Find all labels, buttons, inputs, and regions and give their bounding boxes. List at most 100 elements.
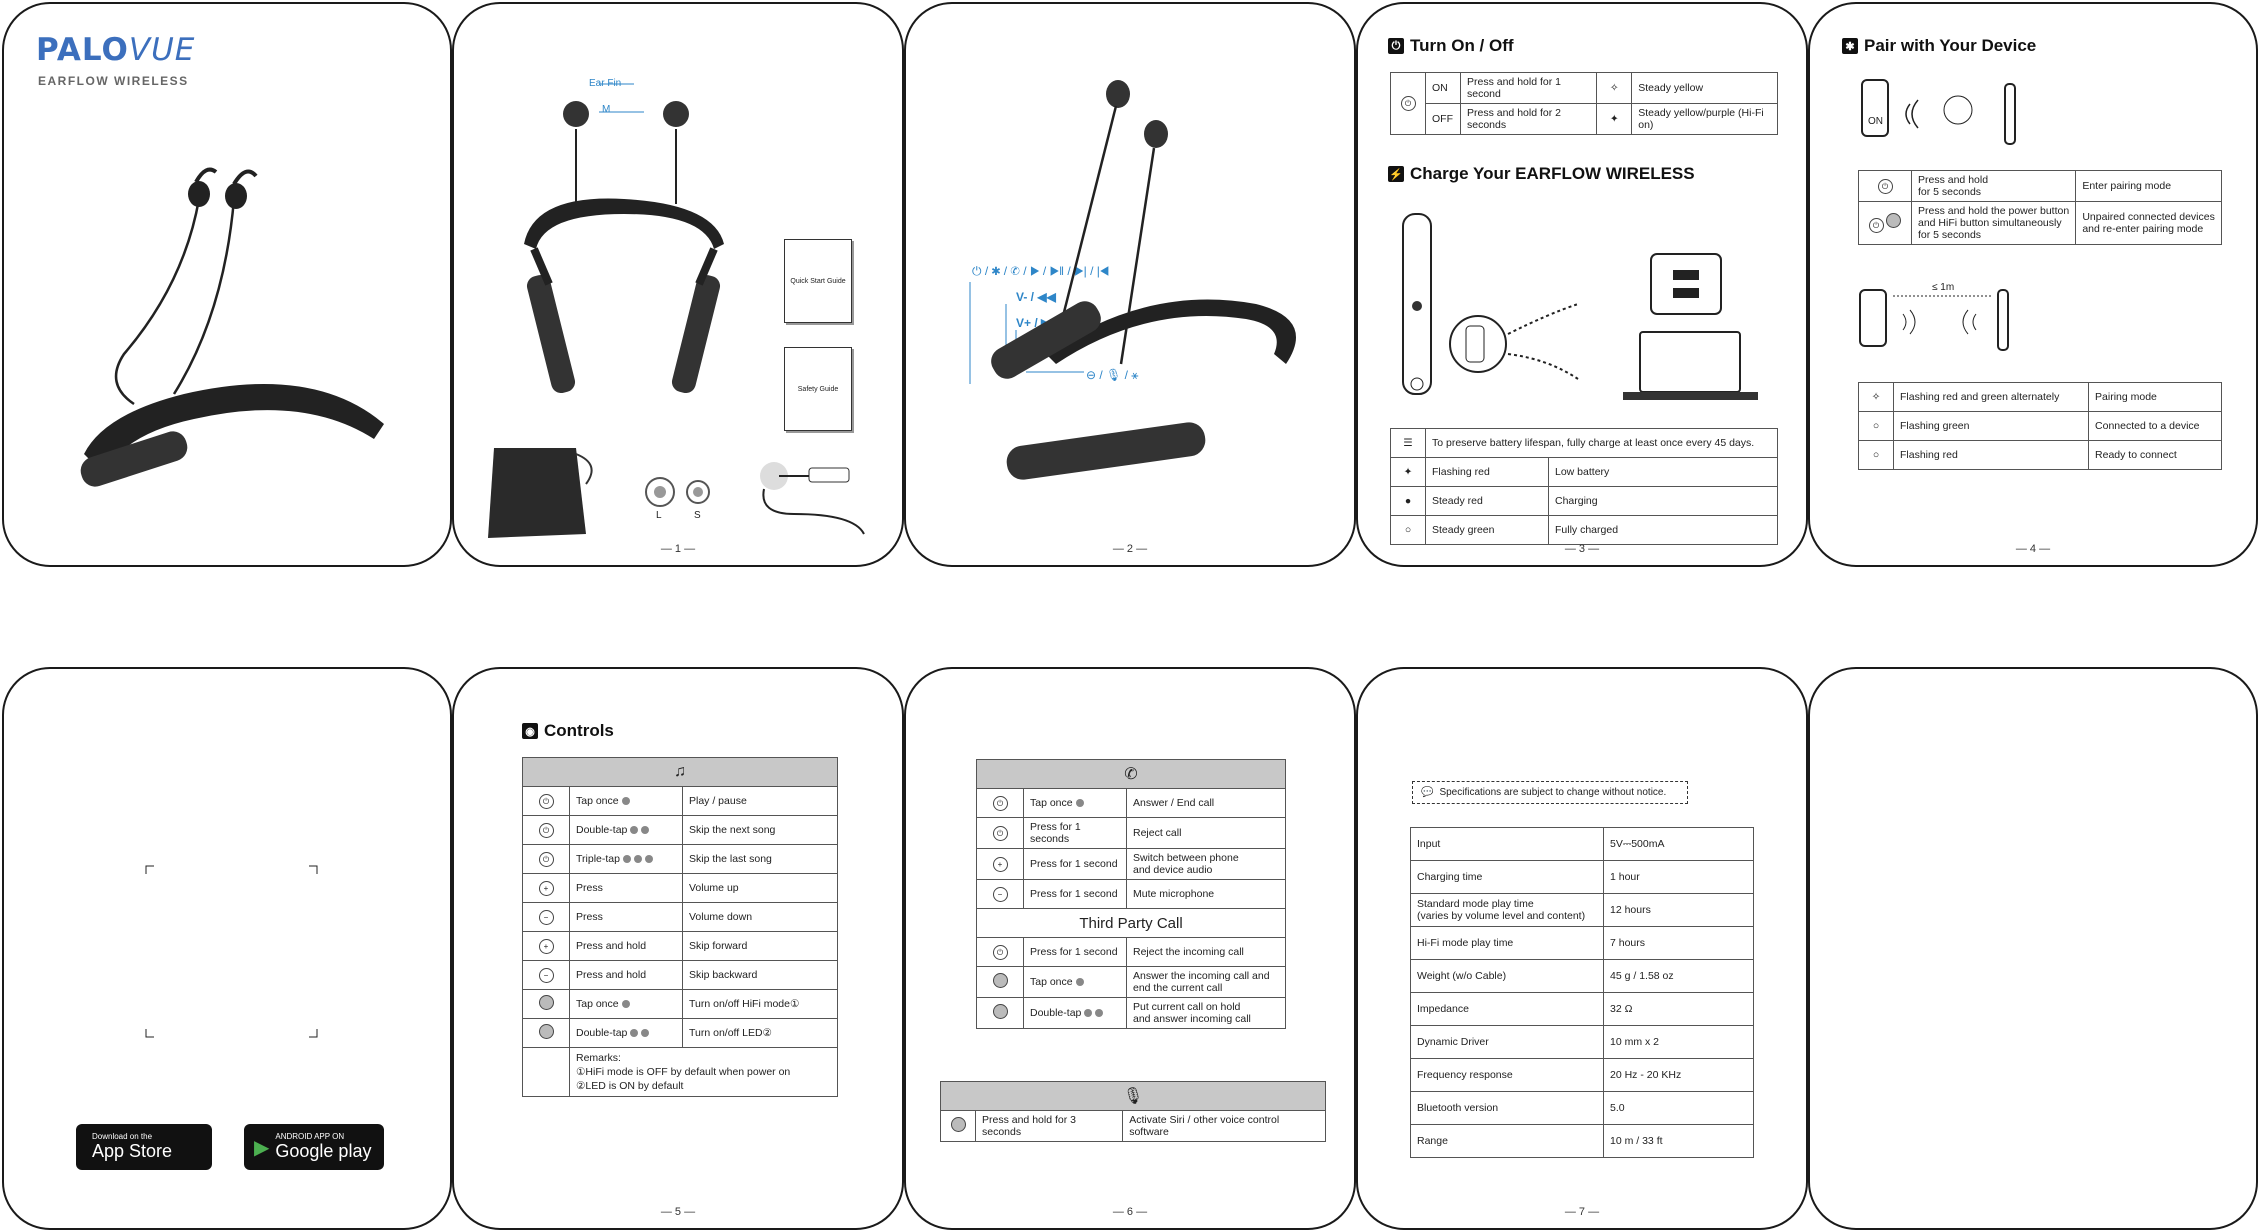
result-cell: Play / pause: [682, 786, 838, 816]
table-row: ⏻ Tap once Answer / End call: [976, 788, 1286, 818]
led-state: Flashing green: [1892, 411, 2090, 441]
power-icon: ⏻: [1400, 96, 1416, 111]
note-icon: ☰: [1403, 437, 1413, 449]
pairing-panel: ✱Pair with Your Device ON ⏻ Press and ho…: [1808, 2, 2258, 567]
tap-dot: [630, 826, 639, 835]
table-row: + Press and hold Skip forward: [522, 931, 838, 961]
table-row: OFF Press and hold for 2 seconds ✦ Stead…: [1391, 103, 1778, 135]
back-cover-panel: [1808, 667, 2258, 1230]
led-off-icon: ○: [1858, 440, 1894, 470]
pouch-image: [488, 448, 593, 538]
result-cell: Reject call: [1126, 817, 1286, 849]
distance-label: ≤ 1m: [1932, 282, 1955, 293]
volume-down-label: V- / ◀◀: [1016, 290, 1056, 304]
action-text: Tap once: [576, 795, 619, 807]
neckband-front-image: [524, 83, 724, 393]
hifi-button-icon: [940, 1110, 976, 1142]
result-cell: Turn on/off HiFi mode①: [682, 989, 838, 1019]
safety-guide-image: Safety Guide: [784, 347, 852, 431]
spec-value: 32 Ω: [1603, 992, 1754, 1026]
pairing-distance-illustration: [1859, 289, 2009, 351]
page-number: — 6 —: [1112, 1206, 1148, 1218]
action-text: Press: [576, 882, 603, 894]
state-cell: ON: [1425, 72, 1461, 104]
power-icon: ⏻: [1877, 178, 1893, 194]
controls-panel: ◉Controls ♫ ⏻ Tap once Play / pause⏻ Dou…: [452, 667, 904, 1230]
led-state: Flashing red: [1892, 440, 2090, 470]
result-cell: Volume up: [682, 873, 838, 903]
tap-dot: [622, 855, 631, 864]
table-row: ☰ To preserve battery lifespan, fully ch…: [1390, 428, 1778, 458]
usb-cable-image: [760, 462, 865, 535]
tap-dot: [633, 855, 642, 864]
action-text: Double-tap: [1030, 1007, 1082, 1019]
result-cell: Skip backward: [682, 960, 838, 990]
pairing-table: ⏻ Press and hold for 5 seconds Enter pai…: [1858, 170, 2222, 245]
spec-key: Range: [1410, 1124, 1604, 1158]
button-icon: +: [538, 880, 554, 896]
led-meaning: Fully charged: [1548, 515, 1778, 545]
result-cell: Steady yellow/purple (Hi-Fi on): [1631, 103, 1778, 135]
on-off-table: ⏻ ON Press and hold for 1 second ✧ Stead…: [1390, 72, 1778, 135]
package-contents-panel: Ear Fin M Quick Start Guide Safety Guide…: [452, 2, 904, 567]
remarks-row: Remarks:①HiFi mode is OFF by default whe…: [522, 1047, 838, 1097]
table-row: Double-tap Turn on/off LED②: [522, 1018, 838, 1048]
hifi-button-icon: [538, 1024, 554, 1039]
result-cell: Activate Siri / other voice control soft…: [1122, 1110, 1326, 1142]
spec-value: 20 Hz - 20 KHz: [1603, 1058, 1754, 1092]
spec-value: 5V⎓500mA: [1603, 827, 1754, 861]
charging-illustration: [1402, 213, 1758, 400]
pairing-phone-illustration: [1861, 79, 2016, 145]
action-text: Tap once: [576, 998, 619, 1010]
led-meaning: Low battery: [1548, 457, 1778, 487]
tap-dot: [1084, 1009, 1093, 1018]
specifications-panel: 💬Specifications are subject to change wi…: [1356, 667, 1808, 1230]
quick-start-guide-image: Quick Start Guide: [784, 239, 852, 323]
result-cell: Mute microphone: [1126, 879, 1286, 909]
action-text: Press and hold: [576, 940, 647, 952]
spec-value: 10 mm x 2: [1603, 1025, 1754, 1059]
charge-led-table: ☰ To preserve battery lifespan, fully ch…: [1390, 428, 1778, 545]
model-name: EARFLOW WIRELESS: [38, 74, 189, 88]
result-cell: Switch between phone and device audio: [1126, 848, 1286, 880]
pair-heading: ✱Pair with Your Device: [1842, 36, 2036, 56]
size-m-label: M: [602, 104, 611, 115]
call-table: ✆ ⏻ Tap once Answer / End call⏻ Press fo…: [976, 759, 1286, 1029]
power-hifi-icon-cell: ⏻: [1858, 201, 1912, 245]
ear-tips-image: [645, 477, 710, 507]
result-cell: Steady yellow: [1631, 72, 1778, 104]
app-store-large-text: App Store: [92, 1141, 173, 1161]
result-cell: Turn on/off LED②: [682, 1018, 838, 1048]
voice-table: 🎙 Press and hold for 3 seconds Activate …: [940, 1081, 1326, 1142]
on-label: ON: [1868, 116, 1883, 127]
button-icon: ⏻: [538, 793, 554, 809]
tap-dot: [1075, 799, 1084, 808]
table-row: ⏻ ON Press and hold for 1 second ✧ Stead…: [1390, 72, 1778, 135]
action-cell: Press and hold for 2 seconds: [1459, 103, 1598, 135]
spec-value: 7 hours: [1603, 926, 1754, 960]
action-text: Triple-tap: [576, 853, 620, 865]
result-cell: Skip the last song: [682, 844, 838, 874]
tap-dot: [641, 1029, 650, 1038]
table-row: ○ Steady green Fully charged: [1390, 515, 1778, 545]
app-store-small-text: Download on the: [92, 1132, 153, 1141]
action-text: Double-tap: [576, 824, 628, 836]
led-flash-icon: ✦: [1390, 457, 1426, 487]
spec-row: Standard mode play time (varies by volum…: [1410, 893, 1754, 927]
third-party-row: Third Party Call: [976, 908, 1286, 938]
page-number: — 4 —: [2015, 543, 2051, 555]
button-icon: ⏻: [992, 795, 1008, 811]
remark-1: ①HiFi mode is OFF by default when power …: [576, 1066, 791, 1078]
button-icon: +: [992, 856, 1008, 872]
tap-dot: [630, 1029, 639, 1038]
table-row: Double-tap Put current call on hold and …: [976, 997, 1286, 1029]
calls-panel: ✆ ⏻ Tap once Answer / End call⏻ Press fo…: [904, 667, 1356, 1230]
action-cell: Press and hold for 1 second: [1459, 72, 1598, 104]
page-number: — 5 —: [660, 1206, 696, 1218]
